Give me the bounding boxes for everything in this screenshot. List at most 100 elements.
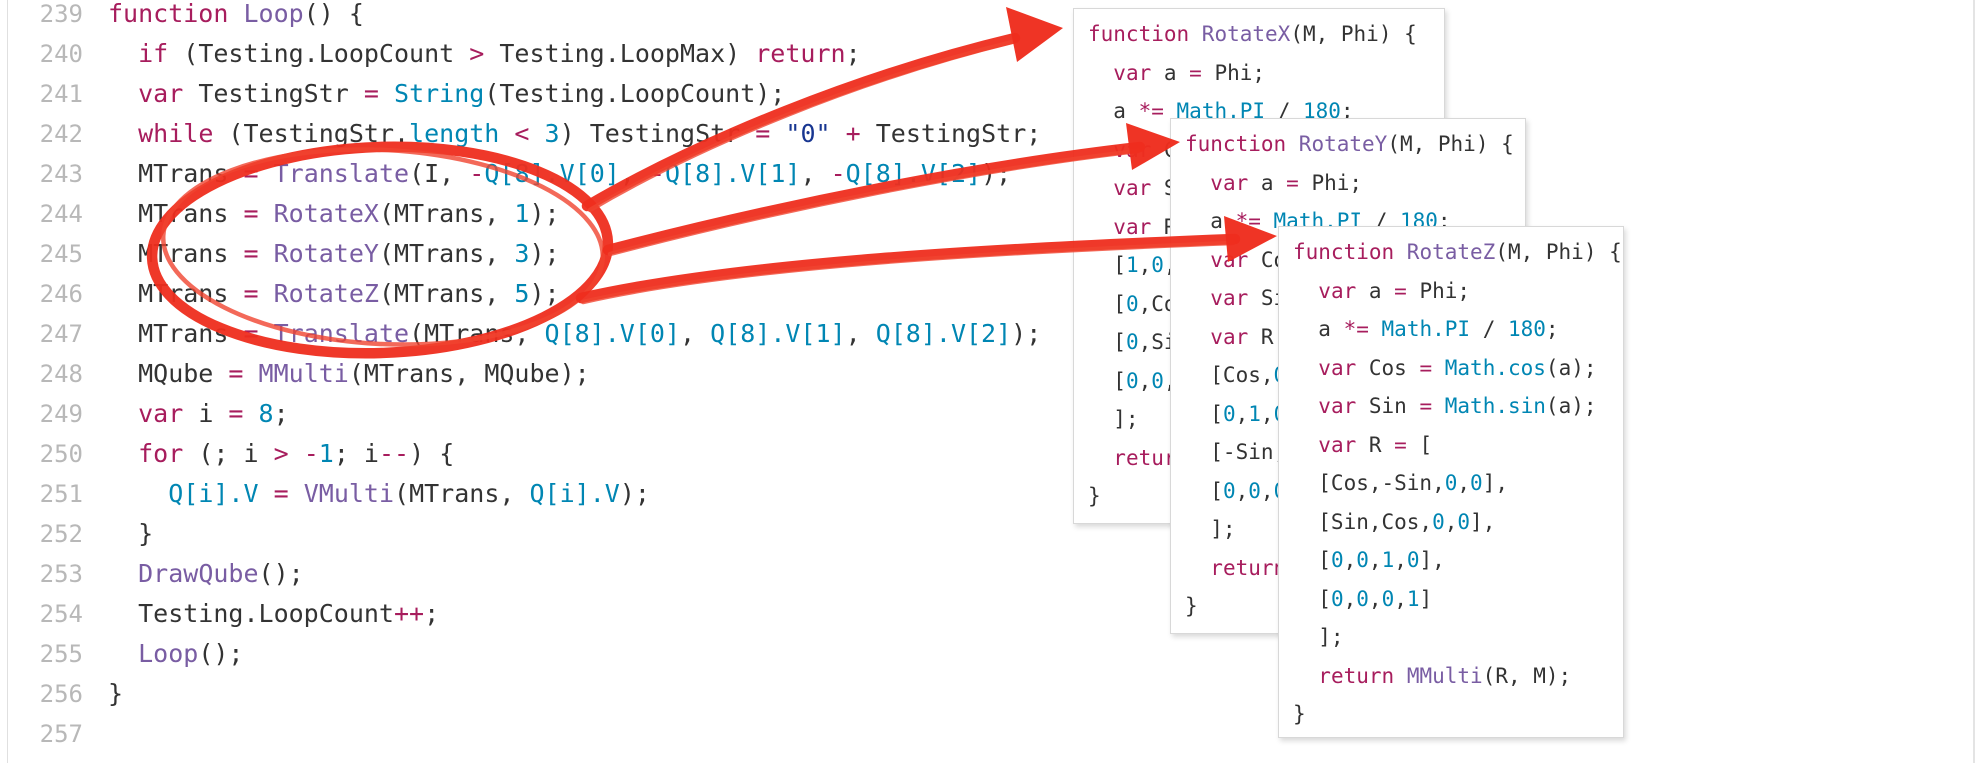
code-token: 0 bbox=[1248, 478, 1261, 503]
code-token: = bbox=[228, 359, 244, 388]
popup-code-line: } bbox=[1293, 695, 1609, 734]
code-token: [Cos,-Sin, bbox=[1293, 471, 1445, 495]
code-token: var bbox=[1210, 170, 1249, 195]
line-number[interactable]: 247 bbox=[39, 320, 83, 348]
code-token: Q[8].V[1] bbox=[710, 319, 846, 348]
code-token: Q[8].V[2] bbox=[875, 319, 1012, 348]
line-number[interactable]: 240 bbox=[39, 40, 83, 68]
popup-code-line: var a = Phi; bbox=[1088, 54, 1430, 93]
code-token: Q[i].V bbox=[529, 479, 620, 508]
code-token: = bbox=[243, 319, 259, 348]
code-token: (MTrans, bbox=[409, 319, 545, 348]
code-token: 0 bbox=[1222, 478, 1236, 503]
line-number[interactable]: 256 bbox=[39, 680, 83, 708]
code-token bbox=[108, 639, 138, 668]
code-token: , bbox=[680, 319, 711, 348]
code-token: , bbox=[1368, 586, 1382, 611]
code-token: , bbox=[1444, 509, 1458, 534]
code-token: a bbox=[1356, 278, 1395, 303]
popup-code-line: var a = Phi; bbox=[1185, 164, 1511, 203]
code-token: ); bbox=[529, 239, 560, 268]
code-token: ); bbox=[981, 159, 1012, 188]
line-number[interactable]: 252 bbox=[39, 520, 83, 548]
code-token: > bbox=[469, 39, 485, 68]
code-token: TestingStr bbox=[183, 79, 364, 108]
code-token: var bbox=[138, 399, 184, 428]
code-token: var bbox=[1210, 247, 1249, 272]
code-token: , bbox=[1138, 253, 1152, 277]
line-number[interactable]: 242 bbox=[39, 120, 83, 148]
code-line: 256} bbox=[8, 674, 1973, 714]
code-token: 0 bbox=[1222, 401, 1236, 426]
code-token: [-Sin, bbox=[1185, 440, 1287, 464]
code-token: = bbox=[243, 199, 259, 228]
popup-rotatez-function: function RotateZ(M, Phi) { var a = Phi; … bbox=[1278, 226, 1624, 738]
code-token: a bbox=[1088, 99, 1139, 123]
code-token bbox=[831, 119, 846, 148]
code-token bbox=[259, 159, 274, 188]
code-token: var bbox=[1113, 214, 1152, 239]
line-number[interactable]: 251 bbox=[39, 480, 83, 508]
line-number[interactable]: 244 bbox=[39, 200, 83, 228]
line-number[interactable]: 241 bbox=[39, 80, 83, 108]
code-token bbox=[289, 479, 304, 508]
code-token: 0 bbox=[1125, 368, 1139, 393]
code-token: , bbox=[619, 159, 650, 188]
line-number[interactable]: 239 bbox=[39, 0, 83, 28]
code-line: 244 MTrans = RotateX(MTrans, 1); bbox=[8, 194, 1973, 234]
line-number[interactable]: 248 bbox=[39, 360, 83, 388]
code-token: } bbox=[1088, 484, 1101, 508]
code-token: [ bbox=[1088, 253, 1126, 277]
code-token: = bbox=[273, 479, 289, 508]
code-token: ]; bbox=[1293, 625, 1344, 649]
code-line-content: Q[i].V = VMulti(MTrans, Q[i].V); bbox=[83, 474, 650, 514]
code-token: , bbox=[1235, 401, 1249, 426]
code-token: / bbox=[1265, 99, 1303, 123]
code-token: 0 bbox=[1406, 548, 1420, 572]
popup-code-line: return MMulti(R, M); bbox=[1293, 657, 1609, 696]
code-token: ) TestingStr bbox=[559, 119, 756, 148]
line-number[interactable]: 243 bbox=[39, 160, 83, 188]
line-number[interactable]: 249 bbox=[39, 400, 83, 428]
line-number[interactable]: 255 bbox=[39, 640, 83, 668]
code-line: 257 bbox=[8, 714, 1973, 754]
code-token: , bbox=[1235, 478, 1249, 503]
code-token: ; bbox=[845, 39, 861, 68]
code-token: var bbox=[1318, 432, 1357, 457]
line-number[interactable]: 254 bbox=[39, 600, 83, 628]
code-line-content: MTrans = RotateZ(MTrans, 5); bbox=[83, 274, 560, 314]
code-token: a bbox=[1151, 60, 1190, 85]
line-number[interactable]: 253 bbox=[39, 560, 83, 588]
code-token: = bbox=[363, 79, 379, 108]
code-line-content: MTrans = Translate(MTrans, Q[8].V[0], Q[… bbox=[83, 314, 1041, 354]
code-token: Phi; bbox=[1201, 60, 1266, 85]
code-token: var bbox=[1113, 137, 1152, 162]
line-number[interactable]: 250 bbox=[39, 440, 83, 468]
code-token bbox=[108, 479, 168, 508]
line-number[interactable]: 245 bbox=[39, 240, 83, 268]
code-token bbox=[108, 119, 138, 148]
code-line-content: var TestingStr = String(Testing.LoopCoun… bbox=[83, 74, 785, 114]
code-token: MTrans bbox=[108, 239, 244, 268]
code-line-content: MTrans = Translate(I, -Q[8].V[0], -Q[8].… bbox=[83, 154, 1011, 194]
code-token bbox=[499, 119, 514, 148]
line-number[interactable]: 257 bbox=[39, 720, 83, 748]
code-token: (MTrans, bbox=[394, 479, 530, 508]
code-token bbox=[1369, 317, 1382, 341]
code-token bbox=[1432, 394, 1445, 418]
code-token: MMulti bbox=[258, 359, 349, 388]
code-token: RotateZ bbox=[1406, 240, 1496, 264]
code-token: Loop bbox=[243, 0, 304, 28]
code-token bbox=[1088, 215, 1113, 239]
code-token: ]; bbox=[1185, 517, 1236, 541]
popup-code-line: var Cos = Math.cos(a); bbox=[1293, 349, 1609, 388]
code-line: 247 MTrans = Translate(MTrans, Q[8].V[0]… bbox=[8, 314, 1973, 354]
code-token: Testing.LoopMax) bbox=[484, 39, 756, 68]
line-number[interactable]: 246 bbox=[39, 280, 83, 308]
code-token: i bbox=[183, 399, 229, 428]
code-token bbox=[289, 439, 304, 468]
code-token bbox=[259, 319, 274, 348]
code-token: var bbox=[1113, 176, 1152, 200]
code-token: a bbox=[1293, 317, 1344, 341]
